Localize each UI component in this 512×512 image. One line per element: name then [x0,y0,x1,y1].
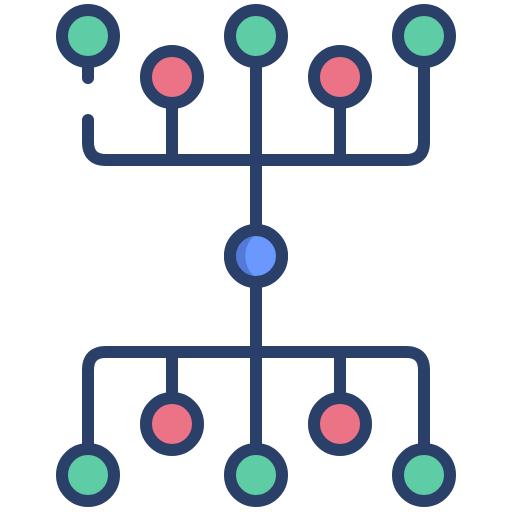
node-red-bottom-left [140,392,204,456]
node-green-bottom-left [56,443,120,507]
node-red-top-left [140,45,204,109]
node-red-top-right [308,45,372,109]
node-green-bottom-center [224,443,288,507]
node-green-bottom-right [392,443,456,507]
node-green-top-left [56,4,120,68]
node-blue-center [224,224,288,288]
node-blue-shadow [234,234,256,278]
connector-lines [82,60,430,446]
nodes [56,4,456,507]
node-green-top-right [392,4,456,68]
bottom-bus-line [82,346,430,446]
node-green-top-center [224,4,288,68]
node-red-bottom-right [308,392,372,456]
